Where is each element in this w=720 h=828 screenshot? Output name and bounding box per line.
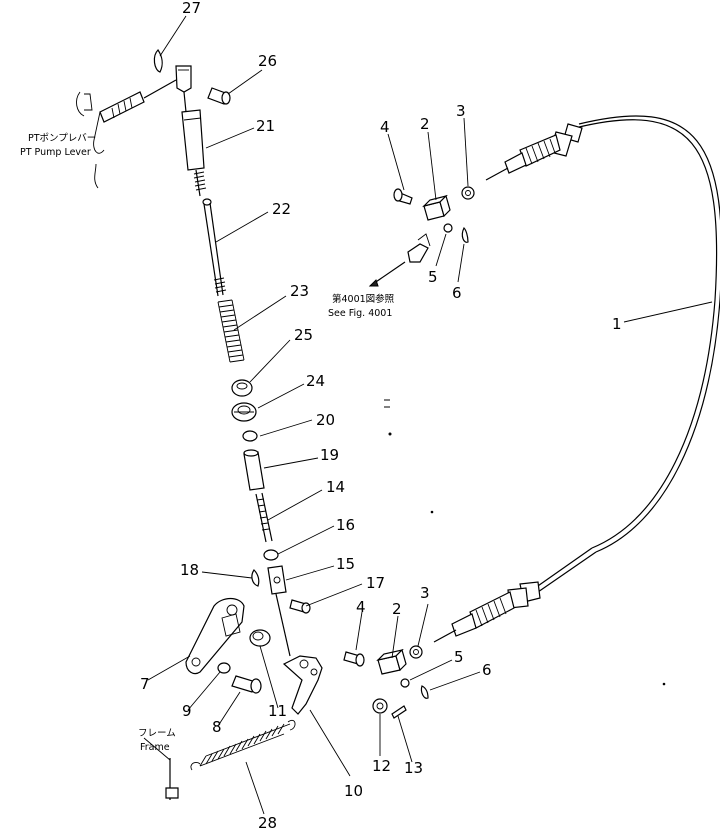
- label-16: 16: [336, 516, 355, 534]
- label-1: 1: [612, 315, 622, 333]
- label-7: 7: [140, 675, 150, 693]
- label-4-lower: 4: [356, 598, 366, 616]
- label-10: 10: [344, 782, 363, 800]
- label-3-upper: 3: [456, 102, 466, 120]
- dot-mark: [430, 510, 434, 514]
- nut-9: [217, 662, 231, 674]
- block-2-upper: [422, 194, 451, 221]
- label-27: 27: [182, 0, 201, 17]
- cable-end-upper: [485, 123, 583, 181]
- label-18: 18: [180, 561, 199, 579]
- washer-12: [372, 698, 388, 714]
- block-2-lower: [376, 648, 407, 675]
- spring-28: [190, 719, 296, 771]
- label-19: 19: [320, 446, 339, 464]
- label-28: 28: [258, 814, 277, 828]
- label-24: 24: [306, 372, 325, 390]
- label-20: 20: [316, 411, 335, 429]
- label-4-upper: 4: [380, 118, 390, 136]
- pin-26: [207, 87, 231, 105]
- frame-note-jp: フレーム: [138, 728, 176, 739]
- label-13: 13: [404, 759, 423, 777]
- label-15: 15: [336, 555, 355, 573]
- label-22: 22: [272, 200, 291, 218]
- pt-lever-note-en: PT Pump Lever: [20, 147, 91, 158]
- nut-20: [242, 430, 258, 442]
- spring-23: [217, 299, 245, 363]
- washer-5-lower: [400, 678, 410, 688]
- label-12: 12: [372, 757, 391, 775]
- rod-22: [202, 198, 227, 297]
- nut-3-upper: [461, 186, 475, 200]
- cotter-pin-27: [153, 49, 163, 73]
- dot-mark: [388, 432, 392, 436]
- label-6-upper: 6: [452, 284, 462, 302]
- label-26: 26: [258, 52, 277, 70]
- cotter-pin-18: [251, 569, 260, 587]
- cotter-pin-6-lower: [420, 685, 429, 699]
- label-3-lower: 3: [420, 584, 430, 602]
- sleeve-19: [243, 449, 265, 491]
- nut-24: [231, 402, 257, 422]
- yoke-upper: [175, 65, 207, 197]
- label-8: 8: [212, 718, 222, 736]
- frame-note-en: Frame: [140, 742, 170, 753]
- bolt-8: [231, 675, 262, 694]
- nut-25: [231, 379, 253, 397]
- cable-end-lower: [433, 581, 541, 643]
- tick-mark: [384, 399, 390, 408]
- part-labels: 27 26 21 22 23 25 24 20 19 14 16 15 17 1…: [140, 0, 622, 828]
- leader-lines: [143, 15, 713, 815]
- lever-10: [282, 655, 323, 715]
- label-2-upper: 2: [420, 115, 430, 133]
- label-14: 14: [326, 478, 345, 496]
- see-fig-note-en: See Fig. 4001: [328, 308, 392, 319]
- label-2-lower: 2: [392, 600, 402, 618]
- rod-14: [255, 492, 273, 543]
- cotter-pin-6-upper: [461, 226, 469, 243]
- bolt-17: [289, 599, 311, 614]
- washer-5-upper: [443, 223, 453, 233]
- notes: PTポンプレバー PT Pump Lever 第4001図参照 See Fig.…: [20, 133, 395, 753]
- nut-16: [263, 549, 279, 561]
- label-17: 17: [366, 574, 385, 592]
- bracket-7: [185, 597, 245, 675]
- lever-fig-4001: [368, 233, 431, 287]
- block-15: [267, 565, 287, 595]
- label-9: 9: [182, 702, 192, 720]
- collar-11: [249, 629, 271, 647]
- label-11: 11: [268, 702, 287, 720]
- label-6-lower: 6: [482, 661, 492, 679]
- label-5-upper: 5: [428, 268, 438, 286]
- label-25: 25: [294, 326, 313, 344]
- bolt-4-upper: [393, 188, 413, 205]
- frame-anchor: [165, 758, 179, 800]
- see-fig-note-jp: 第4001図参照: [332, 293, 395, 305]
- label-5-lower: 5: [454, 648, 464, 666]
- label-23: 23: [290, 282, 309, 300]
- pt-lever-note-jp: PTポンプレバー: [28, 133, 96, 144]
- bolt-4-lower: [343, 651, 365, 667]
- dot-mark: [662, 682, 666, 686]
- label-21: 21: [256, 117, 275, 135]
- nut-3-lower: [409, 645, 423, 659]
- control-cable: [534, 115, 720, 593]
- link-rod: [275, 593, 291, 657]
- pt-pump-lever: [76, 79, 177, 189]
- cotter-pin-13: [391, 705, 407, 719]
